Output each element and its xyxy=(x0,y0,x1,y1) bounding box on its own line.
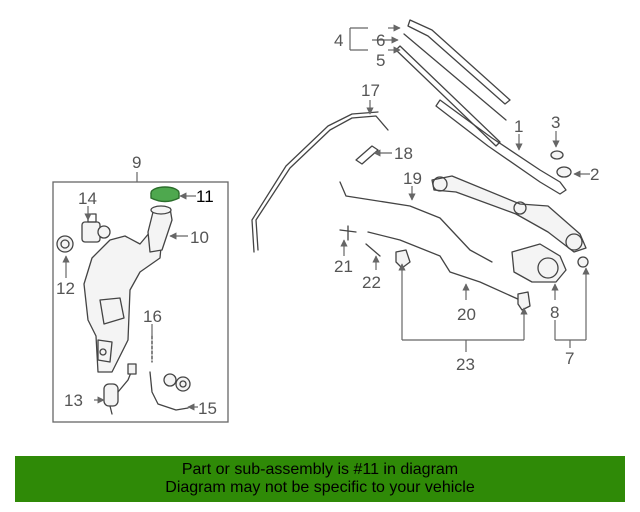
callout-12: 12 xyxy=(56,279,75,298)
callout-9: 9 xyxy=(132,153,141,172)
washer-hose-lower xyxy=(367,231,521,301)
arm-nut xyxy=(550,150,564,160)
callout-1: 1 xyxy=(514,117,523,136)
hose-clip xyxy=(355,145,379,165)
callout-15: 15 xyxy=(198,399,217,418)
washer-nozzle-left xyxy=(395,249,411,269)
callout-17: 17 xyxy=(361,81,380,100)
level-sensor xyxy=(81,213,111,243)
callout-23: 23 xyxy=(456,355,475,374)
hose-connector xyxy=(163,373,191,392)
callout-5: 5 xyxy=(376,51,385,70)
wiper-arm xyxy=(435,99,567,195)
banner-line-2: Diagram may not be specific to your vehi… xyxy=(165,479,475,496)
arm-cover-cap xyxy=(556,166,572,178)
washer-nozzle-right xyxy=(517,291,531,311)
callout-2: 2 xyxy=(590,165,599,184)
callout-18: 18 xyxy=(394,144,413,163)
grommet xyxy=(56,235,74,253)
callout-7: 7 xyxy=(565,349,574,368)
callout-4: 4 xyxy=(334,31,343,50)
wiper-linkage xyxy=(431,175,587,253)
washer-hose-center xyxy=(339,181,493,263)
washer-pump xyxy=(103,363,137,415)
callout-8: 8 xyxy=(550,303,559,322)
wiper-blade-assembly xyxy=(395,19,511,147)
hose-joint xyxy=(339,225,357,241)
callout-21: 21 xyxy=(334,257,353,276)
callout-13: 13 xyxy=(64,391,83,410)
check-valve xyxy=(365,243,381,257)
washer-hose-long xyxy=(255,115,389,251)
reservoir-cap-highlight xyxy=(150,186,180,203)
callout-3: 3 xyxy=(551,113,560,132)
banner-line-1: Part or sub-assembly is #11 in diagram xyxy=(181,461,459,478)
washer-hose xyxy=(149,371,189,411)
callout-11: 11 xyxy=(196,187,214,206)
callout-20: 20 xyxy=(457,305,476,324)
callout-14: 14 xyxy=(78,189,97,208)
wiper-motor xyxy=(511,243,589,283)
callout-10: 10 xyxy=(190,228,209,247)
washer-reservoir-tank xyxy=(83,231,163,373)
callout-22: 22 xyxy=(362,273,381,292)
callout-19: 19 xyxy=(403,169,422,188)
info-banner: Part or sub-assembly is #11 in diagram D… xyxy=(15,456,625,502)
reservoir-group-box xyxy=(52,181,229,423)
callout-16: 16 xyxy=(143,307,162,326)
callout-6: 6 xyxy=(376,31,385,50)
